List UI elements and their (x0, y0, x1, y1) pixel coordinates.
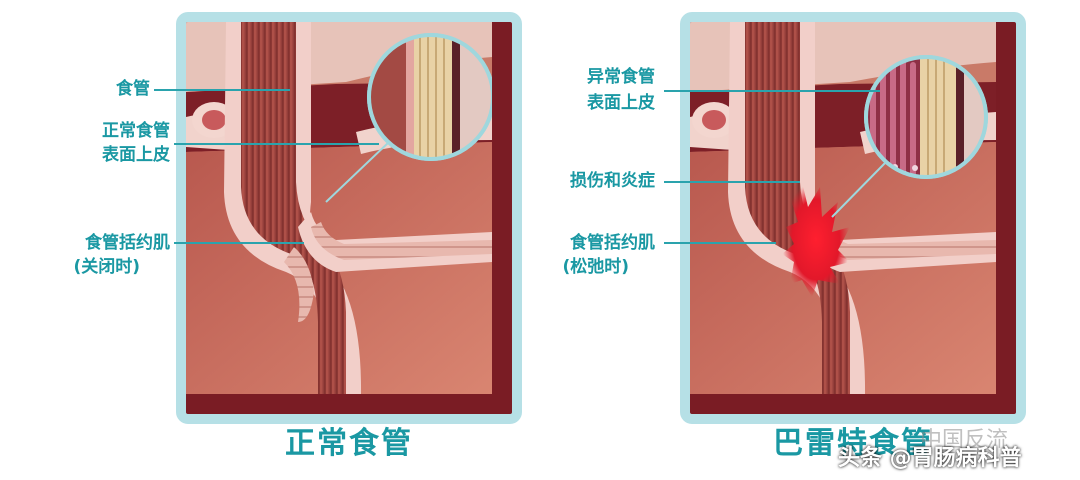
label-injury-inflammation: 损伤和炎症 (570, 171, 655, 191)
label-esophagus: 食管 (116, 79, 150, 99)
leader-injury-inflammation (664, 181, 800, 183)
label-sphincter-closed-line2: (关闭时) (73, 257, 140, 277)
leader-sphincter-closed (174, 242, 304, 244)
label-abnormal-epithelium-line1: 异常食管 (587, 67, 655, 87)
label-sphincter-closed-line1: 食管括约肌 (85, 233, 170, 253)
barrett-esophagus-drawing (690, 22, 996, 394)
caption-normal-esophagus: 正常食管 (285, 426, 413, 461)
label-abnormal-epithelium-line2: 表面上皮 (587, 93, 655, 113)
watermark-credit: 头条 @胃肠病科普 (838, 446, 1022, 471)
leader-esophagus (154, 89, 290, 91)
label-sphincter-relaxed-line1: 食管括约肌 (570, 233, 655, 253)
label-normal-epithelium-line2: 表面上皮 (102, 145, 170, 165)
caption-barrett-esophagus: 巴雷特食管 (773, 426, 933, 461)
watermark-source: 中国反流 (920, 428, 1009, 453)
barrett-esophagus-illustration (680, 12, 1026, 424)
normal-esophagus-drawing (186, 22, 492, 394)
leader-sphincter-relaxed (664, 242, 776, 244)
label-normal-epithelium-line1: 正常食管 (102, 121, 170, 141)
normal-esophagus-illustration (176, 12, 522, 424)
label-sphincter-relaxed-line2: (松弛时) (562, 257, 629, 277)
leader-normal-epithelium (174, 143, 379, 145)
leader-abnormal-epithelium (664, 90, 880, 92)
